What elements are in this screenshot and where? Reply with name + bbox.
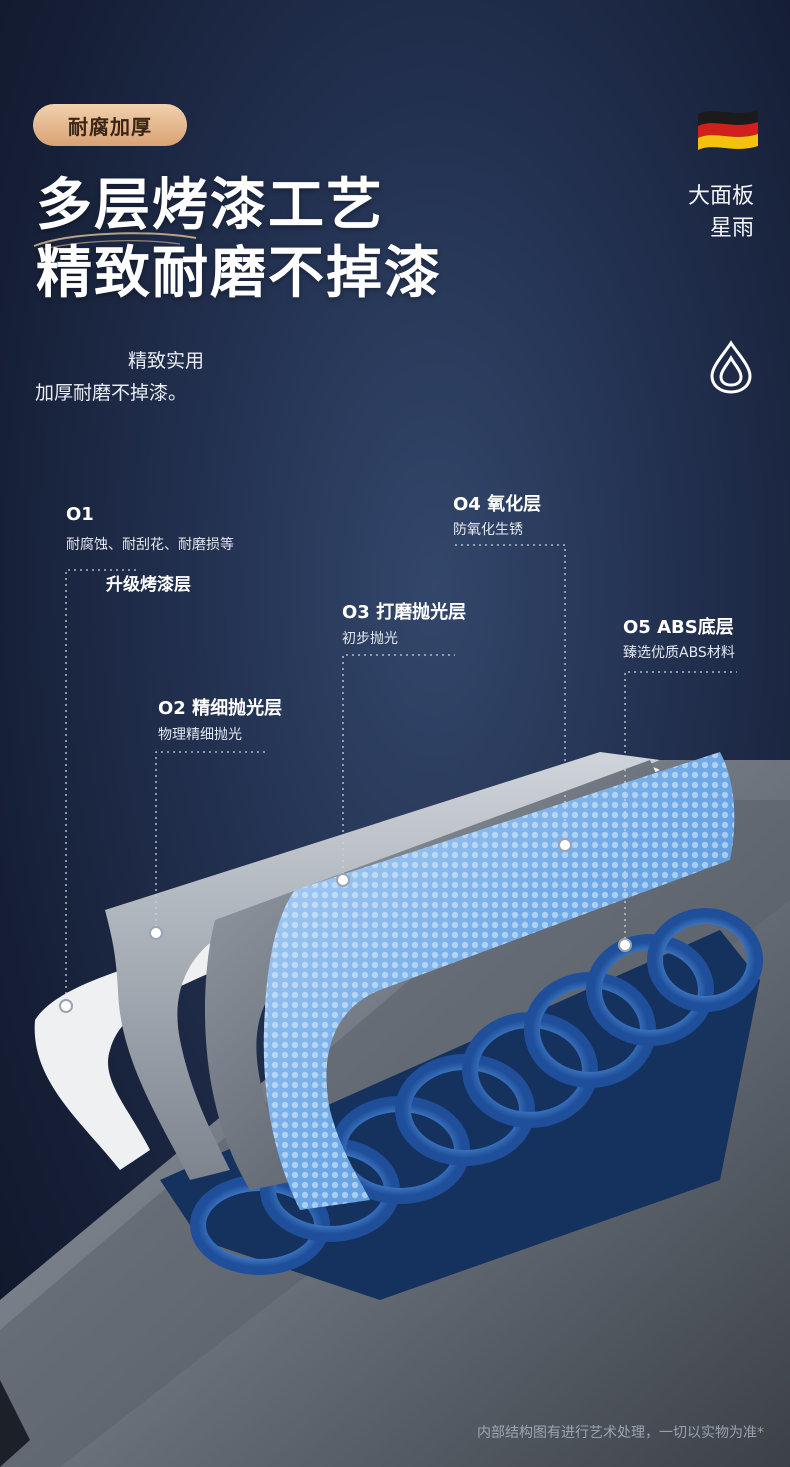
water-drop-icon	[710, 340, 752, 394]
layer-05-desc: 臻选优质ABS材料	[623, 645, 735, 661]
subtitle-line1: 精致实用	[128, 350, 205, 372]
layer-01-name: 升级烤漆层	[106, 575, 191, 595]
subtitle-line2: 加厚耐磨不掉漆。	[35, 382, 188, 404]
page-title-line2: 精致耐磨不掉漆	[36, 241, 442, 306]
layer-04-heading: O4 氧化层	[453, 494, 542, 515]
layer-04-desc: 防氧化生锈	[453, 522, 523, 538]
german-flag-icon	[698, 110, 758, 150]
feature-badge: 耐腐加厚	[33, 104, 187, 146]
layer-03-heading: O3 打磨抛光层	[342, 602, 467, 623]
layer-01-desc: 耐腐蚀、耐刮花、耐磨损等	[66, 537, 234, 553]
layer-01-heading: O1	[66, 504, 94, 525]
title-swoosh-decoration	[33, 232, 197, 251]
disclaimer-text: 内部结构图有进行艺术处理，一切以实物为准*	[477, 1425, 764, 1441]
side-label-line2: 星雨	[709, 216, 754, 241]
layer-05-heading: O5 ABS底层	[623, 617, 734, 638]
page-title-line1: 多层烤漆工艺	[36, 173, 384, 238]
side-label-line1: 大面板	[687, 184, 754, 209]
layer-02-desc: 物理精细抛光	[158, 727, 242, 743]
layer-03-desc: 初步抛光	[342, 631, 398, 647]
layer-02-heading: O2 精细抛光层	[158, 698, 283, 719]
